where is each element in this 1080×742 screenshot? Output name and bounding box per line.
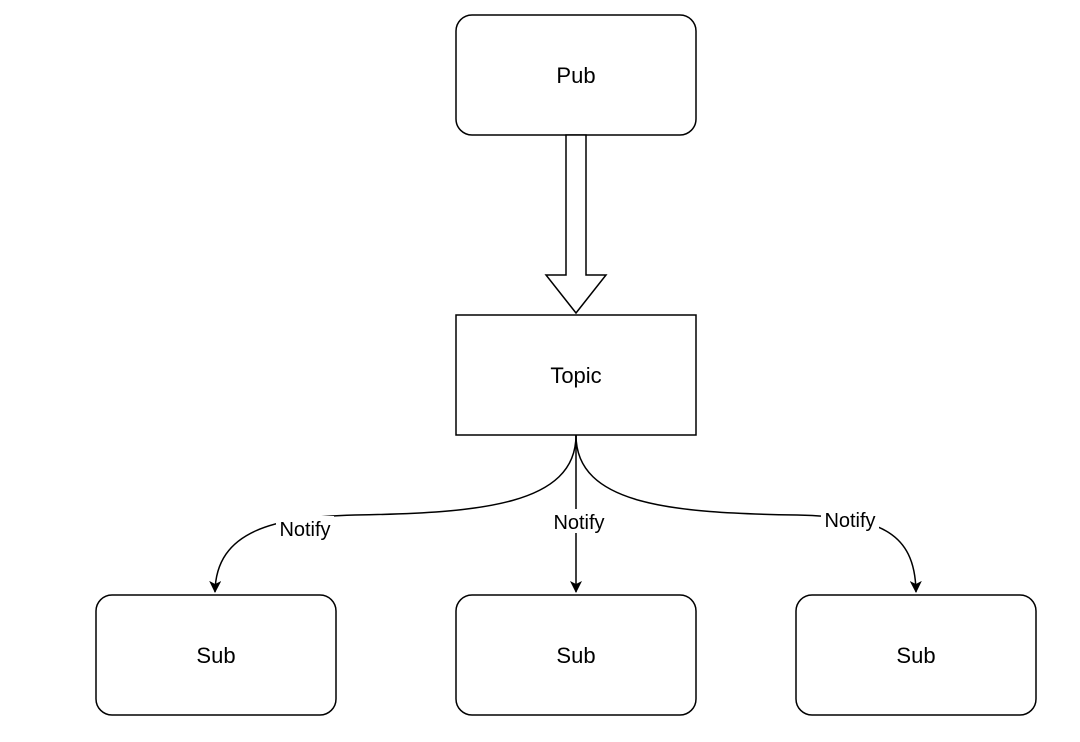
notify-label-center: Notify	[550, 509, 608, 534]
notify-label-right: Notify	[821, 507, 879, 532]
sub-node-right[interactable]: Sub	[795, 594, 1037, 716]
sub-node-right-label: Sub	[896, 643, 935, 668]
sub-node-center[interactable]: Sub	[455, 594, 697, 716]
sub-node-left-label: Sub	[196, 643, 235, 668]
pub-node[interactable]: Pub	[455, 14, 697, 136]
notify-label-right-text: Notify	[824, 510, 875, 532]
sub-node-left[interactable]: Sub	[95, 594, 337, 716]
notify-edge-right	[575, 434, 922, 593]
topic-node[interactable]: Topic	[455, 314, 697, 436]
publish-arrow	[544, 134, 608, 315]
pub-node-label: Pub	[556, 63, 595, 88]
notify-label-left: Notify	[276, 516, 334, 541]
notify-label-center-text: Notify	[553, 512, 604, 534]
notify-edge-left	[209, 434, 577, 593]
notify-label-left-text: Notify	[279, 519, 330, 541]
sub-node-center-label: Sub	[556, 643, 595, 668]
topic-node-label: Topic	[550, 363, 601, 388]
